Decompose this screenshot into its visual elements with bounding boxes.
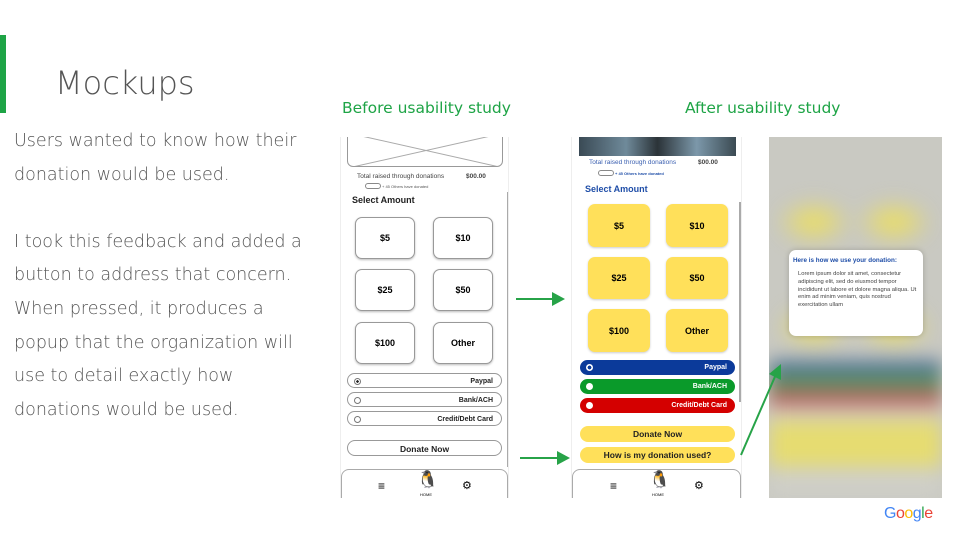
radio-icon [586,402,593,409]
donor-avatars [598,170,614,176]
donate-now-button[interactable]: Donate Now [580,426,735,442]
how-donation-used-button[interactable]: How is my donation used? [580,447,735,463]
radio-icon [354,397,361,404]
donation-popup: Here is how we use your donation: Lorem … [789,250,923,336]
payment-paypal[interactable]: Paypal [580,360,735,375]
bottom-nav: ≡ 🐧 HOME ⚙ [572,469,741,498]
penguin-home-icon[interactable]: 🐧 [649,470,671,489]
total-value: $00.00 [698,159,718,166]
payment-paypal[interactable]: Paypal [347,373,502,388]
slide-body: Users wanted to know how their donation … [14,125,314,461]
amount-25-button[interactable]: $25 [355,269,415,311]
image-placeholder [347,137,503,167]
gear-icon[interactable]: ⚙ [694,480,704,492]
menu-icon[interactable]: ≡ [378,479,386,493]
total-label: Total raised through donations [589,159,677,166]
donate-now-button[interactable]: Donate Now [347,440,502,456]
amount-100-button[interactable]: $100 [355,322,415,364]
radio-selected-icon [354,378,361,385]
popup-heading: Here is how we use your donation: [793,257,897,264]
arrow-head-icon [557,451,570,465]
after-label: After usability study [685,99,841,117]
bottom-nav: ≡ 🐧 HOME ⚙ [341,469,508,498]
payment-label: Paypal [704,364,727,371]
donors-text: + 45 Others have donated [615,171,664,176]
amount-other-button[interactable]: Other [433,322,493,364]
payment-label: Bank/ACH [458,397,493,404]
penguin-home-icon[interactable]: 🐧 [417,470,439,489]
before-label: Before usability study [342,99,511,117]
accent-bar [0,35,6,113]
payment-label: Credit/Debt Card [671,402,727,409]
diagonal-arrow-icon [740,364,781,456]
payment-card[interactable]: Credit/Debt Card [580,398,735,413]
amount-25-button[interactable]: $25 [588,257,650,299]
amount-5-button[interactable]: $5 [588,204,650,247]
popup-body: Lorem ipsum dolor sit amet, consectetur … [798,271,917,309]
home-label: HOME [652,492,664,497]
payment-label: Credit/Debt Card [437,416,493,423]
arrow-head-icon [552,292,565,306]
before-mockup: Total raised through donations $00.00 + … [340,137,509,498]
paragraph: Users wanted to know how their donation … [14,131,297,185]
amount-other-button[interactable]: Other [666,309,728,352]
after-mockup: Total raised through donations $00.00 + … [571,137,742,498]
payment-label: Bank/ACH [692,383,727,390]
paragraph: I took this feedback and added a button … [14,231,302,420]
amount-50-button[interactable]: $50 [666,257,728,299]
google-logo: Google [884,505,933,522]
amount-50-button[interactable]: $50 [433,269,493,311]
payment-bank[interactable]: Bank/ACH [580,379,735,394]
donor-avatars [365,183,381,189]
amount-5-button[interactable]: $5 [355,217,415,259]
arrow-line [520,457,562,459]
scrollbar[interactable] [507,192,508,467]
payment-card[interactable]: Credit/Debt Card [347,411,502,426]
total-value: $00.00 [466,173,486,180]
scrollbar[interactable] [739,202,741,402]
payment-bank[interactable]: Bank/ACH [347,392,502,407]
radio-icon [354,416,361,423]
amount-100-button[interactable]: $100 [588,309,650,352]
payment-label: Paypal [470,378,493,385]
select-amount-heading: Select Amount [352,195,415,205]
popup-mockup: Here is how we use your donation: Lorem … [769,137,942,498]
radio-icon [586,383,593,390]
donors-text: + 45 Others have donated [382,184,429,189]
arrow-line [516,298,556,300]
radio-selected-icon [586,364,593,371]
penguin-photo [579,137,736,156]
slide-title: Mockups [55,64,195,102]
gear-icon[interactable]: ⚙ [462,480,472,492]
select-amount-heading: Select Amount [585,184,648,194]
amount-10-button[interactable]: $10 [666,204,728,247]
menu-icon[interactable]: ≡ [610,479,618,493]
home-label: HOME [420,492,432,497]
amount-10-button[interactable]: $10 [433,217,493,259]
total-label: Total raised through donations [357,173,445,180]
